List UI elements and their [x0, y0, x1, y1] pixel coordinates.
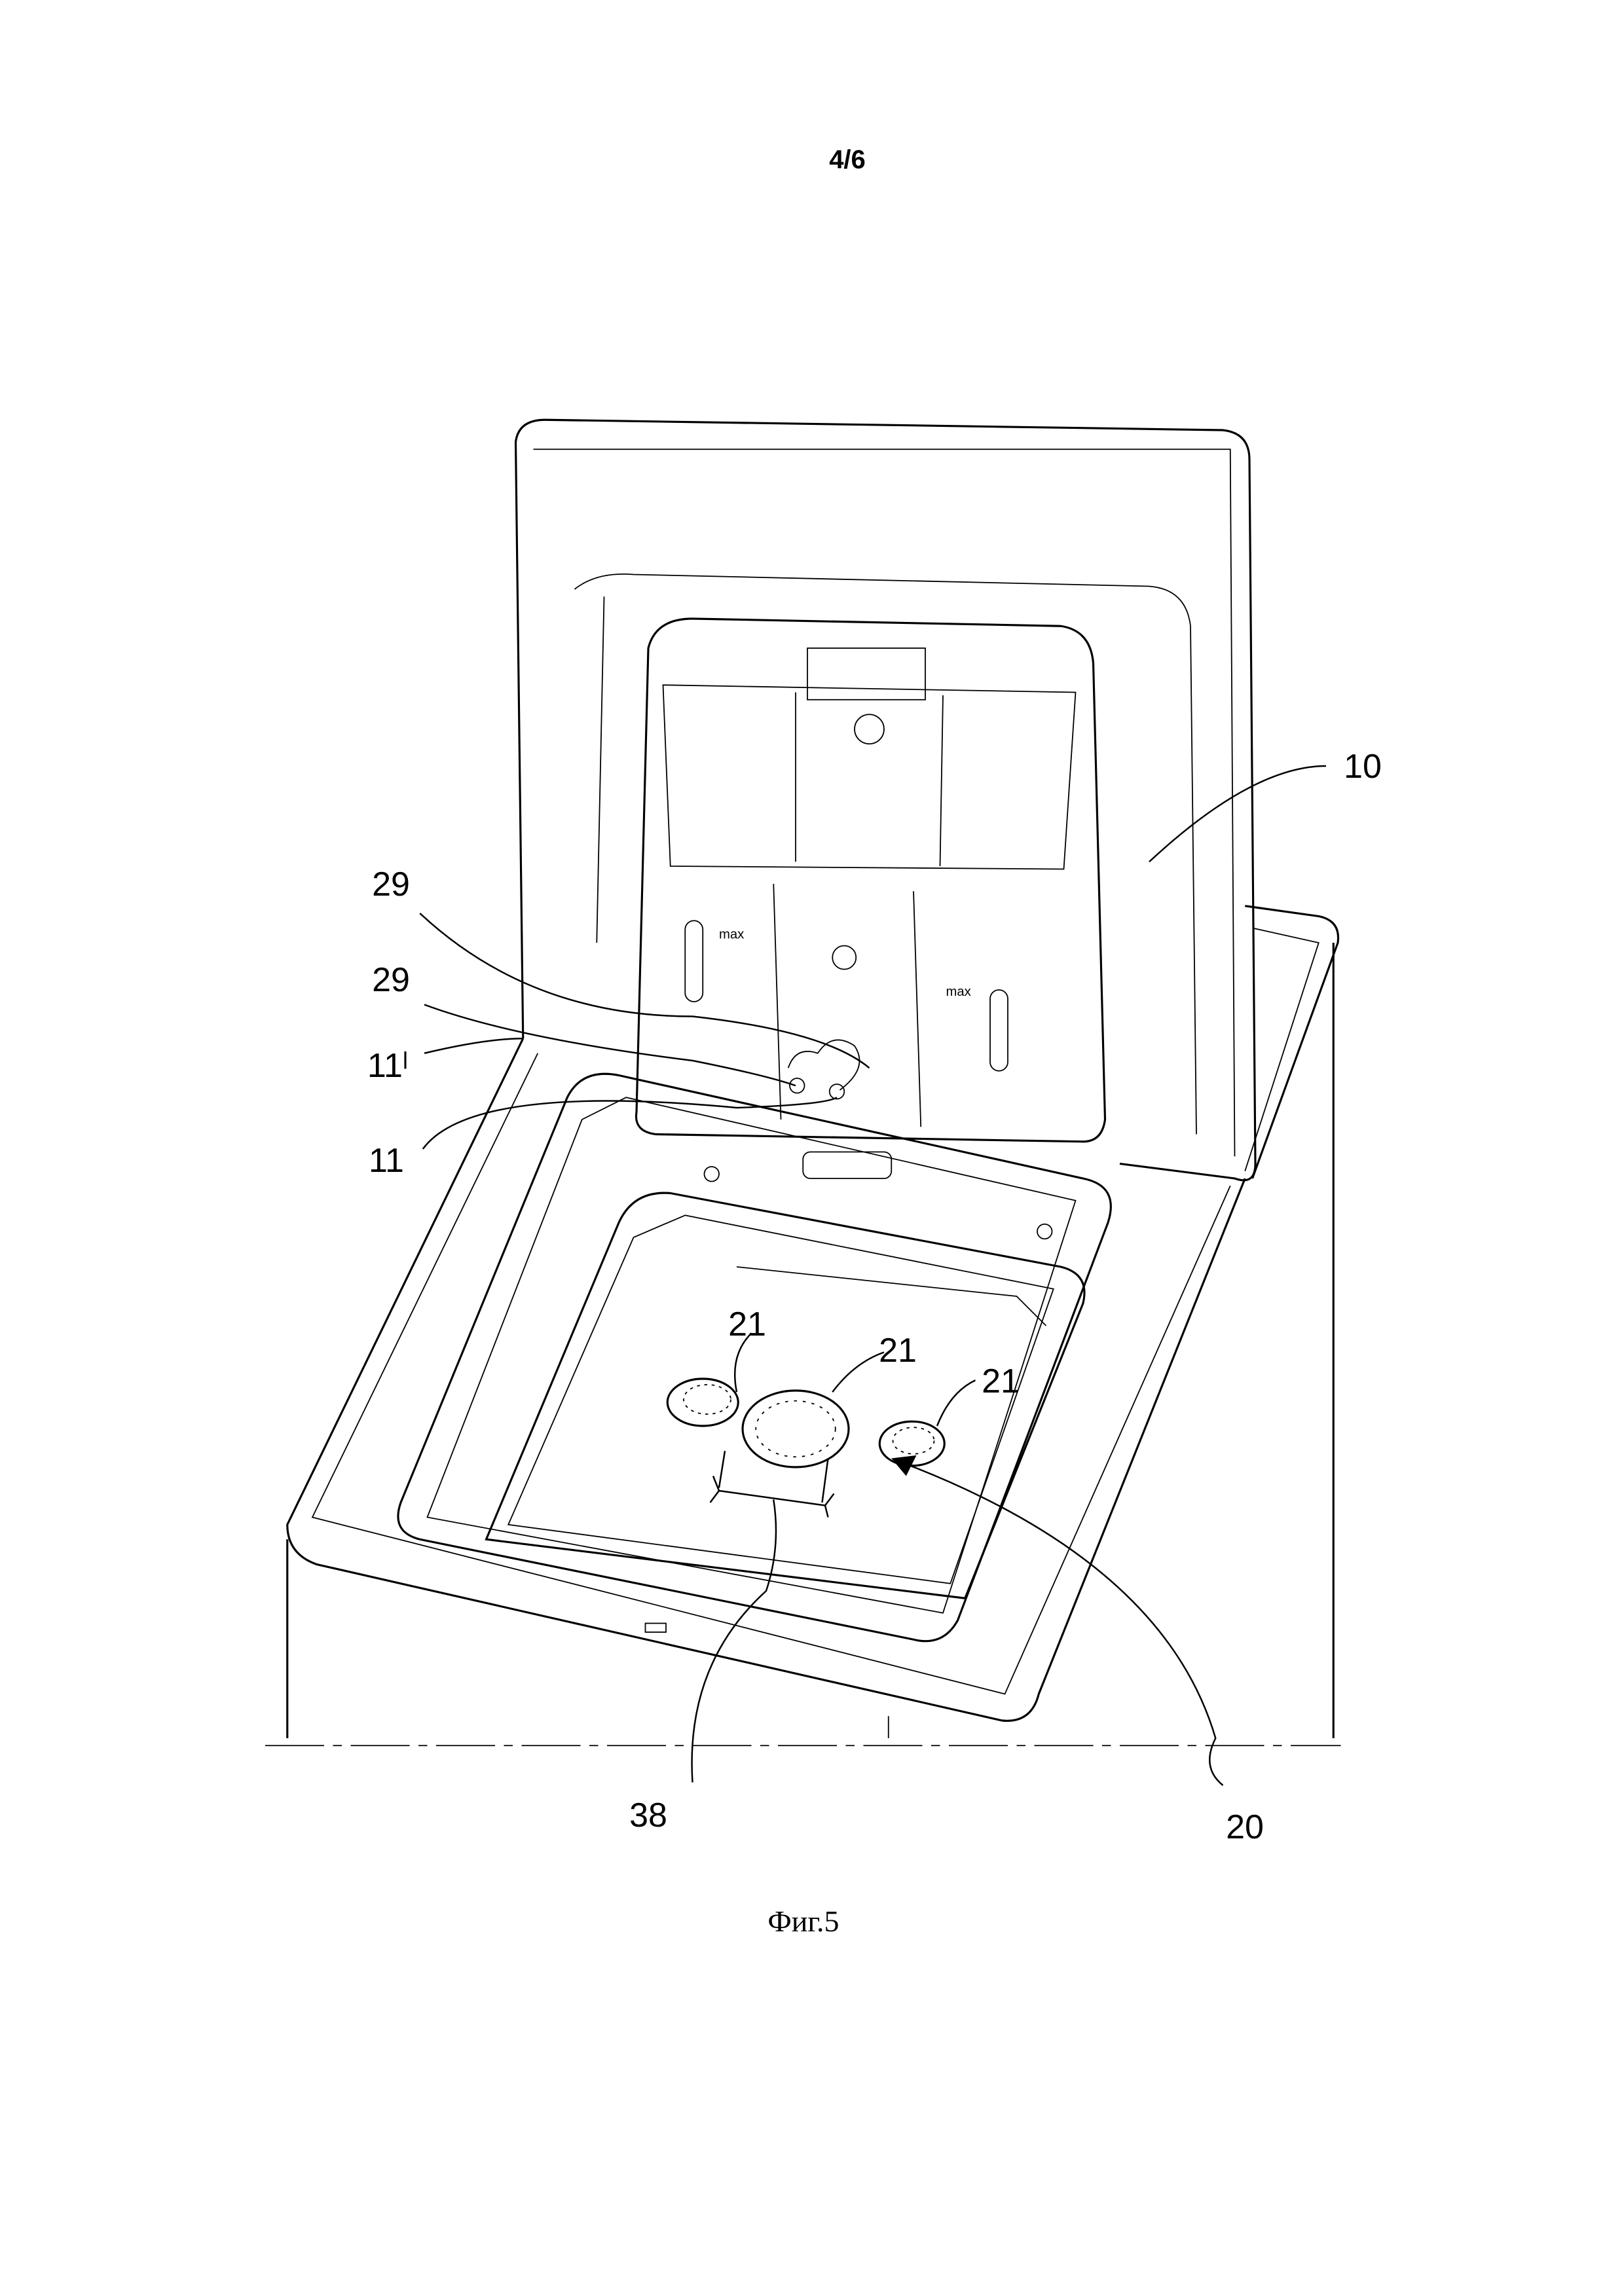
label-29-lower: 29: [372, 961, 410, 999]
leader-lines: [419, 765, 1327, 1786]
figure-caption: Фиг.5: [767, 1904, 839, 1938]
max-mark-left: max: [719, 927, 744, 941]
lid: [514, 418, 1257, 1240]
label-11-prime: 11ˡ: [367, 1047, 408, 1085]
page-number: 4/6: [829, 145, 866, 174]
cabinet: [265, 943, 1341, 1747]
max-mark-right: max: [946, 985, 971, 999]
label-11: 11: [369, 1142, 404, 1180]
label-21-left: 21: [728, 1305, 766, 1343]
label-29-upper: 29: [372, 866, 410, 903]
label-10: 10: [1344, 748, 1382, 786]
label-38: 38: [629, 1796, 667, 1834]
label-21-center: 21: [879, 1332, 917, 1370]
filters: [666, 1377, 946, 1468]
label-20: 20: [1226, 1808, 1264, 1846]
label-21-right: 21: [982, 1362, 1020, 1400]
top-panel: [286, 905, 1340, 1722]
washing-machine-illustration: max max: [265, 418, 1341, 1786]
